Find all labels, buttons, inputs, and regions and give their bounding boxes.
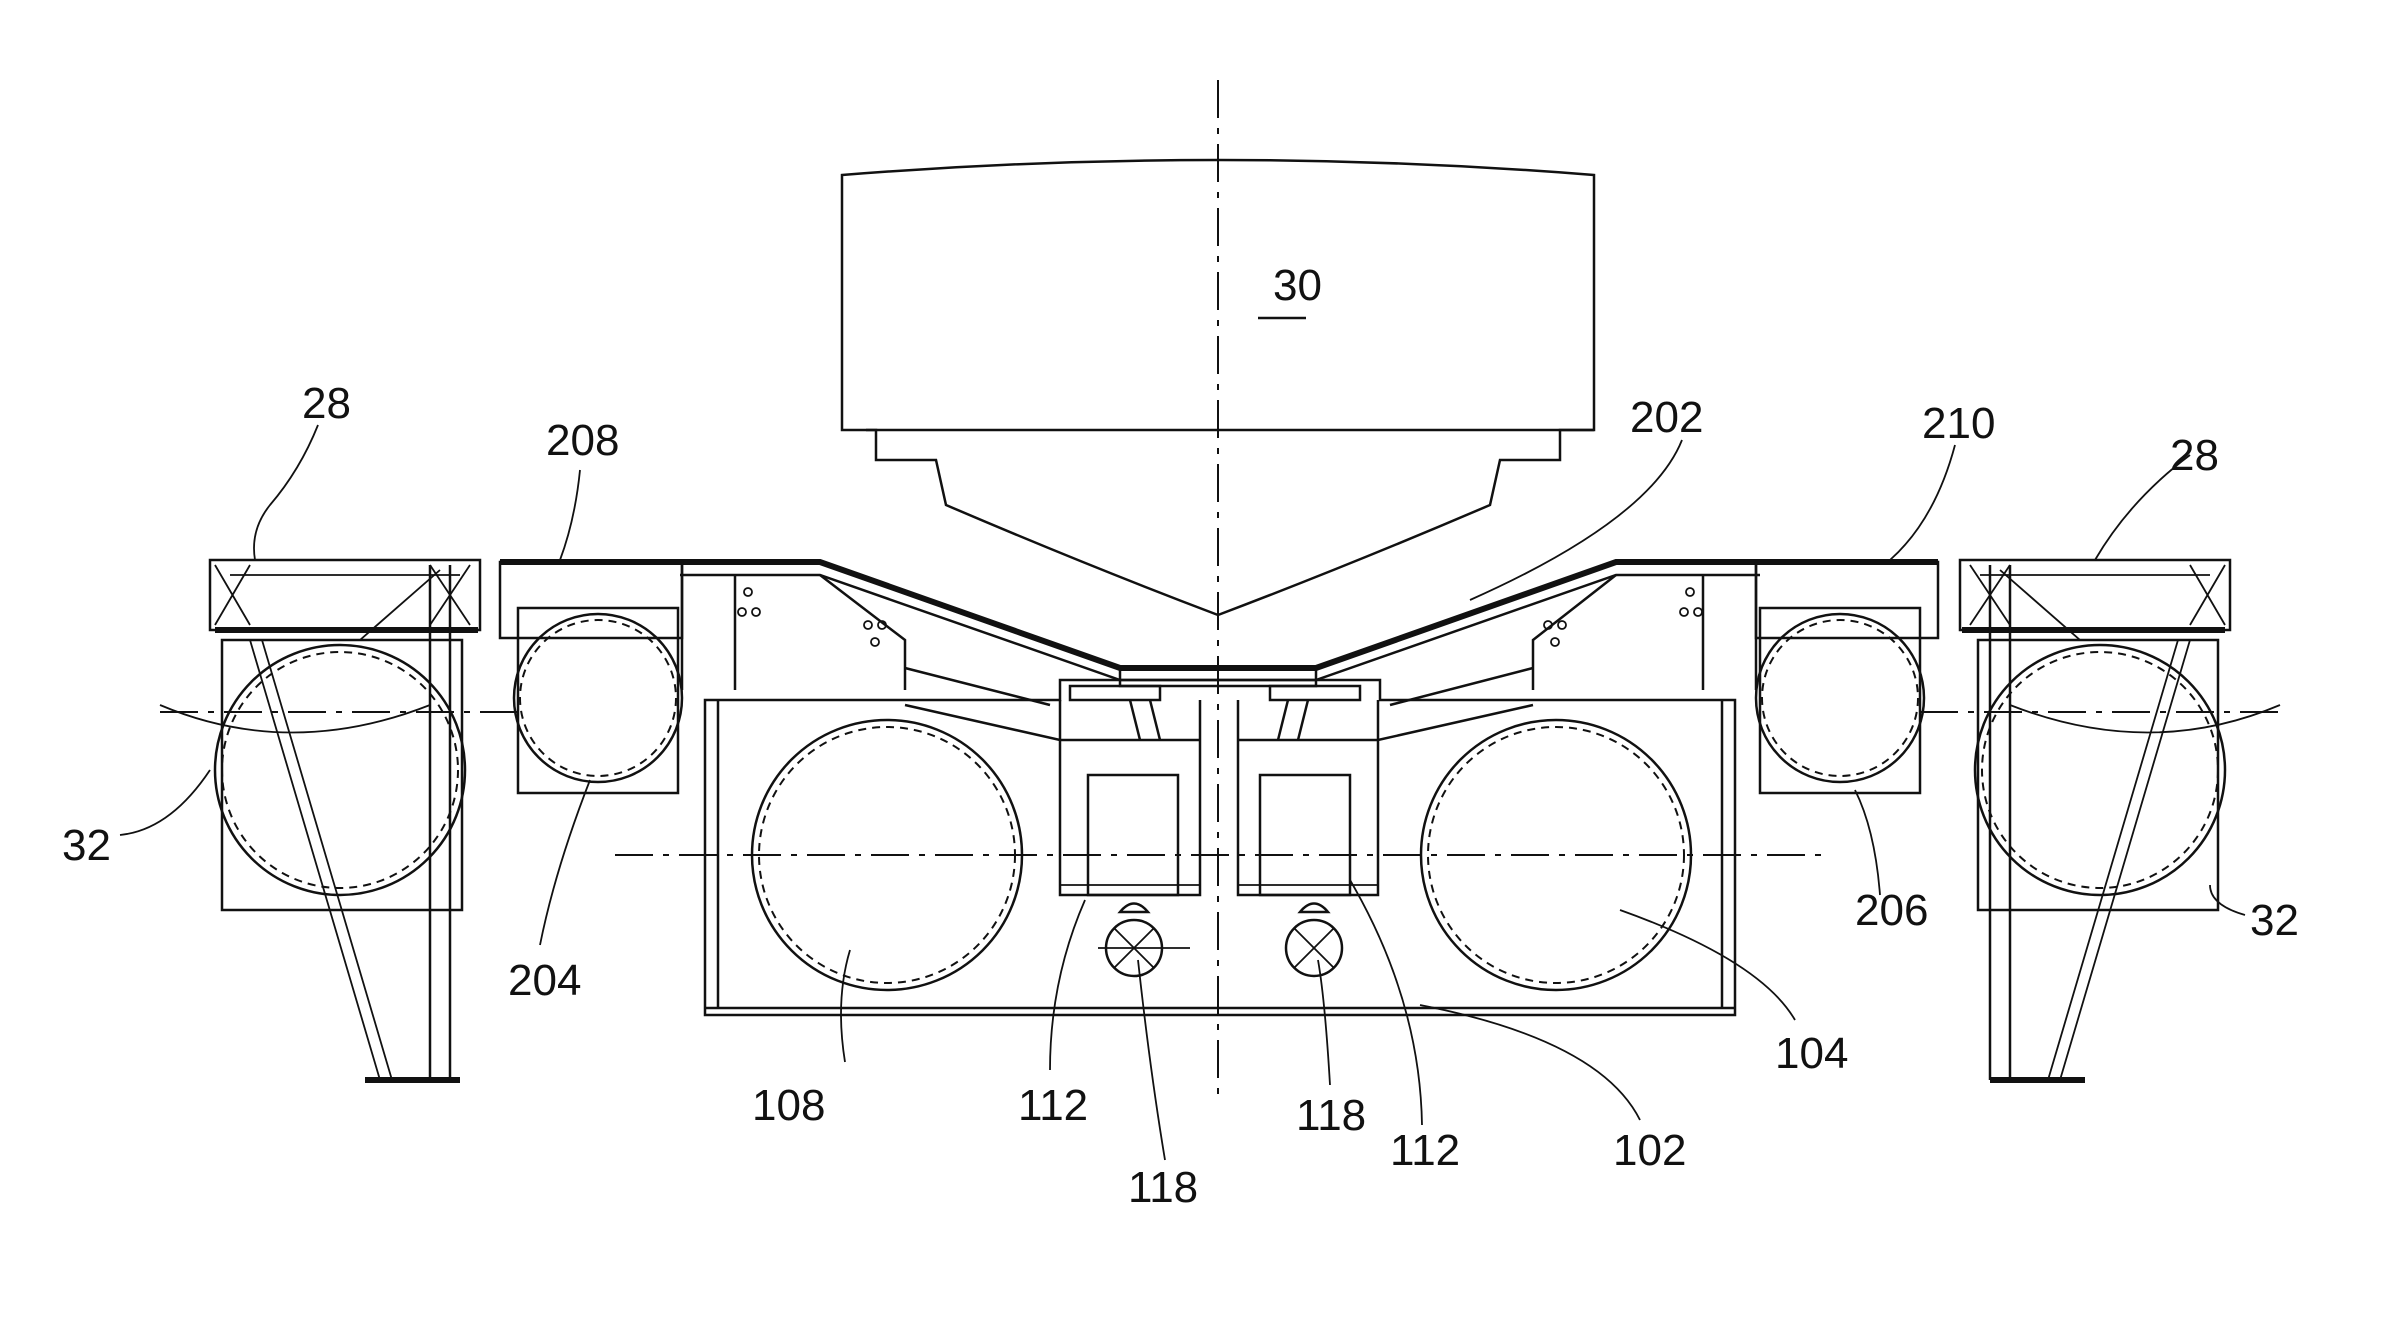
bolster-202 — [680, 562, 1760, 705]
label-108: 108 — [752, 1081, 825, 1130]
label-204: 204 — [508, 956, 581, 1005]
label-112-left: 112 — [1018, 1081, 1088, 1130]
label-28-left: 28 — [302, 379, 351, 428]
label-102: 102 — [1613, 1126, 1686, 1175]
label-32-left: 32 — [62, 821, 111, 870]
valve-118-left — [1098, 904, 1190, 977]
label-30: 30 — [1273, 261, 1322, 310]
leader-lines — [120, 425, 2245, 1160]
valve-118-right — [1286, 904, 1342, 977]
label-32-right: 32 — [2250, 896, 2299, 945]
side-bearer-210 — [1756, 562, 1938, 638]
label-104: 104 — [1775, 1029, 1848, 1078]
label-28-right: 28 — [2170, 431, 2219, 480]
wheel-unit-left — [160, 560, 520, 1080]
side-bearer-208 — [500, 562, 682, 638]
label-206: 206 — [1855, 886, 1928, 935]
label-118-left: 118 — [1128, 1163, 1198, 1212]
label-202: 202 — [1630, 393, 1703, 442]
label-112-right: 112 — [1390, 1126, 1460, 1175]
label-210: 210 — [1922, 399, 1995, 448]
label-208: 208 — [546, 416, 619, 465]
wheel-unit-right — [1920, 560, 2280, 1080]
label-118-right: 118 — [1296, 1091, 1366, 1140]
air-spring-206 — [1756, 608, 1924, 793]
air-spring-204 — [514, 608, 682, 793]
